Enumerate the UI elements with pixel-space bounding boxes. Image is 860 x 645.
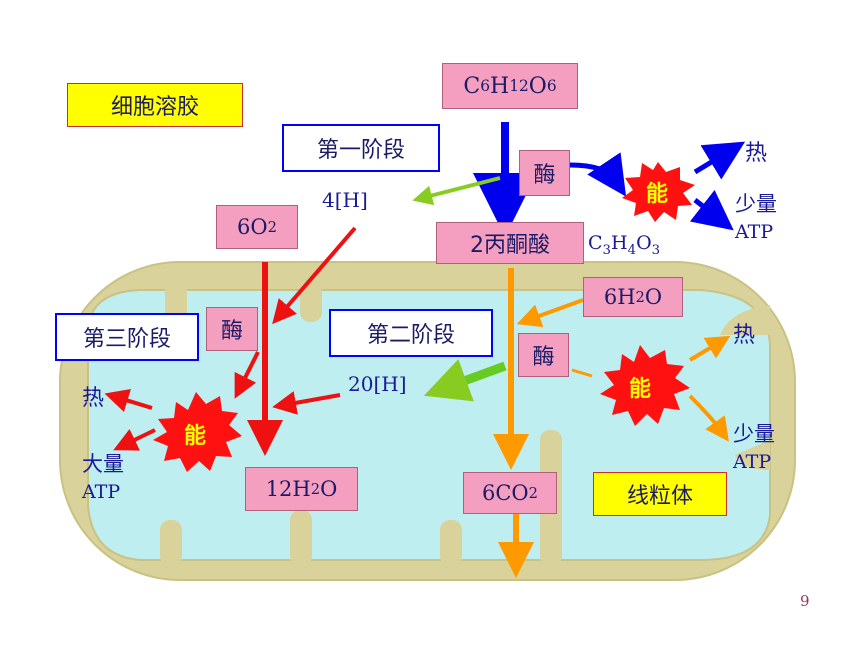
stage3-label: 第三阶段 (55, 313, 199, 361)
energy-label-2: 能 (629, 377, 652, 402)
arrow-enzyme-to-energy-3 (234, 351, 260, 399)
enzyme-2-text: 酶 (532, 345, 555, 370)
arrow-energy-atp-1 (689, 189, 734, 231)
energy-label-1: 能 (646, 182, 669, 207)
enzyme-box-3: 酶 (206, 307, 258, 351)
arrow-enzyme-to-energy (569, 152, 627, 197)
mitochondria-label-text: 线粒体 (626, 484, 693, 509)
heat-label-2: 热 (733, 323, 756, 348)
energy-star-3 (153, 392, 242, 472)
mitochondria-label: 线粒体 (593, 472, 727, 516)
label-20h: 20[H] (348, 372, 407, 396)
arrow-energy-heat-3 (104, 389, 153, 412)
stage1-label: 第一阶段 (282, 124, 440, 172)
arrow-energy-atp-2 (688, 394, 729, 442)
enzyme-box-1: 酶 (519, 150, 570, 196)
heat-label-1: 热 (745, 141, 768, 166)
arrow-enzyme-to-energy-2 (571, 368, 593, 378)
enzyme-box-2: 酶 (518, 333, 569, 377)
stage1-label-text: 第一阶段 (316, 138, 405, 163)
enzyme-1-text: 酶 (533, 163, 556, 188)
cytosol-label: 细胞溶胶 (67, 83, 243, 127)
arrow-energy-atp-3 (113, 428, 156, 451)
arrow-water-in (516, 298, 584, 328)
arrow-4h-to-enzyme (272, 226, 357, 325)
pyruvate-box: 2丙酮酸 (436, 222, 584, 264)
pyruvate-text: 2丙酮酸 (470, 233, 550, 258)
cytosol-label-text: 细胞溶胶 (110, 95, 199, 120)
heat-label-3: 热 (82, 386, 105, 411)
energy-label-3: 能 (184, 424, 207, 449)
arrow-energy-heat-2 (688, 335, 731, 362)
energy-star-2 (600, 345, 690, 426)
energy-star-1 (622, 162, 695, 222)
enzyme-3-text: 酶 (220, 319, 243, 344)
stage3-label-text: 第三阶段 (82, 327, 171, 352)
label-4h: 4[H] (322, 188, 368, 212)
arrow-4h (412, 176, 501, 206)
arrow-energy-heat-1 (693, 141, 746, 180)
stage2-label: 第二阶段 (329, 309, 493, 357)
arrow-20h (423, 359, 507, 402)
stage2-label-text: 第二阶段 (366, 323, 455, 348)
pyruvate-formula: C3H4O3 (588, 232, 661, 258)
arrow-20h-to-energy (272, 391, 341, 415)
page-number: 9 (800, 592, 810, 610)
